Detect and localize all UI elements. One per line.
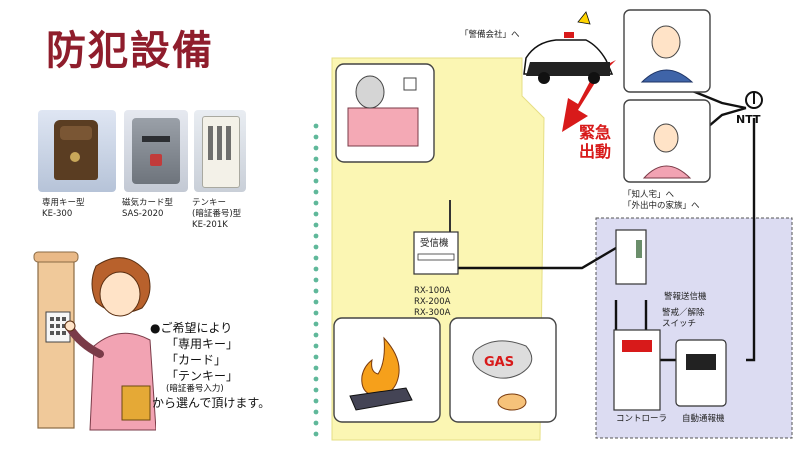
separator-dot bbox=[313, 200, 319, 206]
separator-dot bbox=[313, 343, 319, 349]
separator-dot bbox=[313, 299, 319, 305]
receiver-model-2: RX-200A bbox=[414, 297, 451, 307]
separator-dot bbox=[313, 211, 319, 217]
separator-dot bbox=[313, 376, 319, 382]
separator-dot bbox=[313, 134, 319, 140]
gas-label: GAS bbox=[484, 355, 514, 370]
acquaintance-label: 「知人宅」へ 「外出中の家族」へ bbox=[623, 190, 700, 211]
separator-dot bbox=[313, 332, 319, 338]
guard-on-phone-illustration bbox=[640, 25, 694, 83]
separator-dot bbox=[313, 431, 319, 437]
dotted-separator bbox=[313, 123, 319, 437]
security-system-diagram: GAS bbox=[331, 9, 793, 441]
separator-dot bbox=[313, 266, 319, 272]
device-photo-card bbox=[124, 110, 188, 192]
separator-dot bbox=[313, 310, 319, 316]
separator-dot bbox=[313, 189, 319, 195]
receiver-title: 受信機 bbox=[420, 238, 449, 249]
separator-dot bbox=[313, 123, 319, 129]
separator-dot bbox=[313, 354, 319, 360]
ntt-logo-icon bbox=[745, 91, 763, 109]
switch-label: 警戒／解除 スイッチ bbox=[662, 308, 705, 329]
option-key: 「専用キー」 bbox=[166, 337, 239, 351]
separator-dot bbox=[313, 145, 319, 151]
separator-dot bbox=[313, 255, 319, 261]
security-company-label: 「警備会社」へ bbox=[460, 30, 520, 40]
device-label-key: 専用キー型 KE-300 bbox=[42, 198, 85, 219]
keypad-icon bbox=[208, 126, 232, 160]
option-tenkey: 「テンキー」 bbox=[166, 369, 239, 383]
patrol-car-icon bbox=[523, 11, 614, 84]
separator-dot bbox=[313, 167, 319, 173]
receiver-model-1: RX-100A bbox=[414, 286, 451, 296]
gas-leak-icon: GAS bbox=[472, 340, 533, 411]
choose-outro: から選んで頂けます。 bbox=[152, 396, 271, 410]
page-title: 防犯設備 bbox=[46, 28, 214, 74]
fire-icon bbox=[349, 336, 413, 411]
option-card: 「カード」 bbox=[166, 353, 227, 367]
separator-dot bbox=[313, 222, 319, 228]
separator-dot bbox=[313, 409, 319, 415]
alarm-transmitter-unit bbox=[615, 229, 647, 285]
choose-options: ●ご希望により 「専用キー」 「カード」 「テンキー」 (暗証番号入力) から選… bbox=[150, 320, 300, 411]
separator-dot bbox=[313, 277, 319, 283]
device-label-tenkey: テンキー (暗証番号)型 KE-201K bbox=[192, 198, 242, 230]
separator-dot bbox=[313, 321, 319, 327]
controller-label: コントローラ bbox=[616, 414, 668, 424]
ntt-label: NTT bbox=[736, 113, 761, 126]
separator-dot bbox=[313, 420, 319, 426]
separator-dot bbox=[313, 398, 319, 404]
auto-dialer-unit bbox=[675, 339, 727, 407]
receiver-unit bbox=[413, 200, 459, 275]
transmitter-label: 警報送信機 bbox=[664, 292, 707, 302]
separator-dot bbox=[313, 156, 319, 162]
option-note: (暗証番号入力) bbox=[166, 384, 224, 394]
separator-dot bbox=[313, 288, 319, 294]
separator-dot bbox=[313, 244, 319, 250]
card-slot-icon bbox=[142, 136, 170, 142]
key-slot-icon bbox=[70, 152, 80, 162]
controller-unit bbox=[613, 329, 661, 411]
device-photo-tenkey bbox=[194, 110, 246, 192]
emergency-dispatch-label: 緊急 出動 bbox=[578, 123, 611, 161]
sick-person-illustration bbox=[347, 75, 419, 147]
separator-dot bbox=[313, 178, 319, 184]
device-photo-key bbox=[38, 110, 116, 192]
device-label-card: 磁気カード型 SAS-2020 bbox=[122, 198, 174, 219]
woman-entering-code-illustration bbox=[33, 251, 156, 431]
separator-dot bbox=[313, 365, 319, 371]
auto-dialer-label: 自動通報機 bbox=[682, 414, 725, 424]
receiver-model-3: RX-300A bbox=[414, 308, 451, 318]
separator-dot bbox=[313, 233, 319, 239]
choose-intro: ●ご希望により bbox=[150, 321, 233, 335]
separator-dot bbox=[313, 387, 319, 393]
woman-on-phone-illustration bbox=[642, 123, 692, 179]
emergency-arrow bbox=[562, 60, 616, 132]
